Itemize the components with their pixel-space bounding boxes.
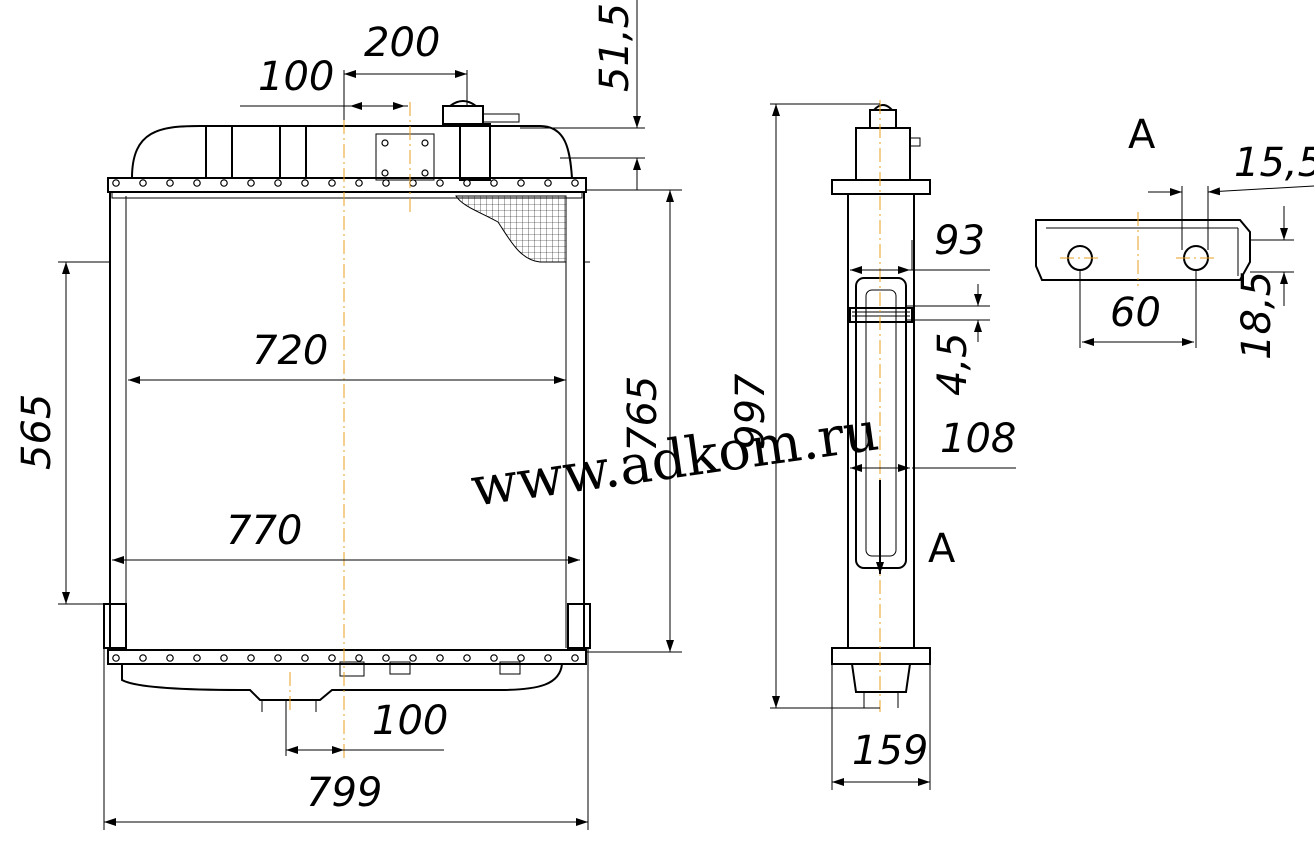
core-mesh bbox=[455, 195, 567, 263]
bolt bbox=[409, 179, 417, 187]
dim-799: 799 bbox=[306, 770, 382, 816]
detail-a-title: A bbox=[1128, 112, 1156, 158]
bolt bbox=[193, 179, 201, 187]
bolt bbox=[490, 179, 498, 187]
bolt bbox=[301, 654, 309, 662]
bolt bbox=[463, 654, 471, 662]
side-band bbox=[849, 307, 913, 323]
bolt bbox=[409, 654, 417, 662]
bolt bbox=[166, 179, 174, 187]
dim-93: 93 bbox=[934, 218, 985, 264]
bolt bbox=[247, 654, 255, 662]
bolt bbox=[328, 179, 336, 187]
bolt bbox=[328, 654, 336, 662]
bolt bbox=[274, 179, 282, 187]
bolt bbox=[436, 654, 444, 662]
dim-60: 60 bbox=[1110, 290, 1161, 336]
bolt bbox=[517, 179, 525, 187]
bolt bbox=[301, 179, 309, 187]
dim-100-top: 100 bbox=[258, 54, 334, 100]
bolt bbox=[112, 179, 120, 187]
side-top-flange bbox=[831, 179, 931, 195]
core bbox=[109, 191, 585, 651]
view-label-a: A bbox=[928, 526, 956, 572]
bottom-flange bbox=[107, 649, 587, 665]
dim-720: 720 bbox=[252, 328, 328, 374]
bolt bbox=[166, 654, 174, 662]
bolt bbox=[436, 179, 444, 187]
bolt bbox=[517, 654, 525, 662]
bolt bbox=[247, 179, 255, 187]
bolt bbox=[571, 654, 579, 662]
dim-200: 200 bbox=[364, 20, 440, 66]
bolt bbox=[571, 179, 579, 187]
bolt bbox=[112, 654, 120, 662]
side-view: 997 93 4,5 108 159 A bbox=[728, 100, 1016, 790]
dim-997: 997 bbox=[728, 373, 774, 450]
bolt bbox=[220, 179, 228, 187]
bolt-row-top bbox=[112, 179, 579, 187]
bracket-outline bbox=[1035, 219, 1251, 281]
dim-100-bottom: 100 bbox=[372, 698, 448, 744]
dim-765: 765 bbox=[620, 376, 666, 452]
filler-neck bbox=[459, 123, 491, 181]
bolt bbox=[220, 654, 228, 662]
dim-18-5: 18,5 bbox=[1234, 271, 1280, 360]
dim-108: 108 bbox=[940, 416, 1016, 462]
bolt bbox=[382, 654, 390, 662]
bolt bbox=[544, 654, 552, 662]
bolt bbox=[355, 179, 363, 187]
detail-a: A 15,5 60 18,5 bbox=[1035, 112, 1314, 360]
bolt-row-bottom bbox=[112, 654, 579, 662]
bolt bbox=[382, 179, 390, 187]
bottom-tank bbox=[121, 663, 563, 701]
dim-15-5: 15,5 bbox=[1234, 140, 1314, 186]
dim-159: 159 bbox=[852, 728, 928, 774]
dim-565: 565 bbox=[14, 394, 60, 470]
top-flange bbox=[107, 177, 587, 193]
bolt bbox=[463, 179, 471, 187]
top-tank bbox=[131, 125, 573, 179]
bolt bbox=[544, 179, 552, 187]
side-bottom-flange bbox=[831, 647, 931, 665]
bolt bbox=[490, 654, 498, 662]
dim-770: 770 bbox=[226, 508, 302, 554]
bolt bbox=[193, 654, 201, 662]
bolt bbox=[139, 654, 147, 662]
front-view: 200 100 51,5 720 770 565 765 100 799 bbox=[14, 0, 682, 830]
bolt bbox=[139, 179, 147, 187]
bolt bbox=[355, 654, 363, 662]
watermark: www.adkom.ru bbox=[467, 399, 882, 519]
bolt bbox=[274, 654, 282, 662]
dim-51-5: 51,5 bbox=[592, 3, 638, 92]
dim-4-5: 4,5 bbox=[930, 332, 976, 396]
mount-plate bbox=[375, 133, 435, 181]
